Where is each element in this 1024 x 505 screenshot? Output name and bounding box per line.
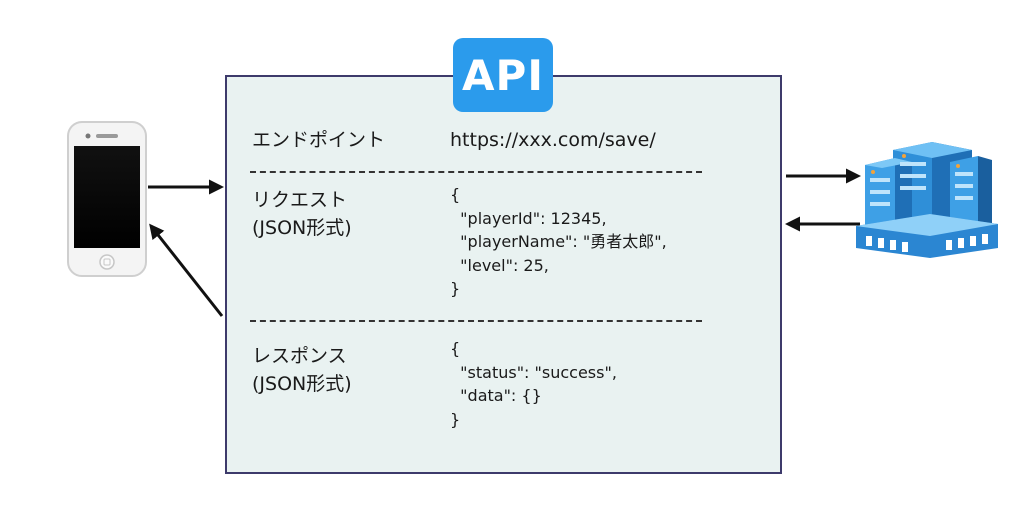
- server-building-icon: [856, 142, 998, 258]
- api-badge: API: [453, 38, 553, 112]
- endpoint-url: https://xxx.com/save/: [450, 129, 656, 151]
- request-json: { "playerId": 12345, "playerName": "勇者太郎…: [450, 185, 667, 298]
- smartphone-icon: [67, 121, 147, 277]
- arrow-api-to-client: [149, 223, 224, 317]
- api-spec-box: [225, 75, 782, 474]
- response-label: レスポンス (JSON形式): [252, 345, 352, 395]
- request-label: リクエスト (JSON形式): [252, 189, 352, 239]
- endpoint-label: エンドポイント: [252, 129, 386, 151]
- response-json: { "status": "success", "data": {} }: [450, 339, 617, 429]
- divider-endpoint-request: [250, 171, 702, 173]
- divider-request-response: [250, 320, 702, 322]
